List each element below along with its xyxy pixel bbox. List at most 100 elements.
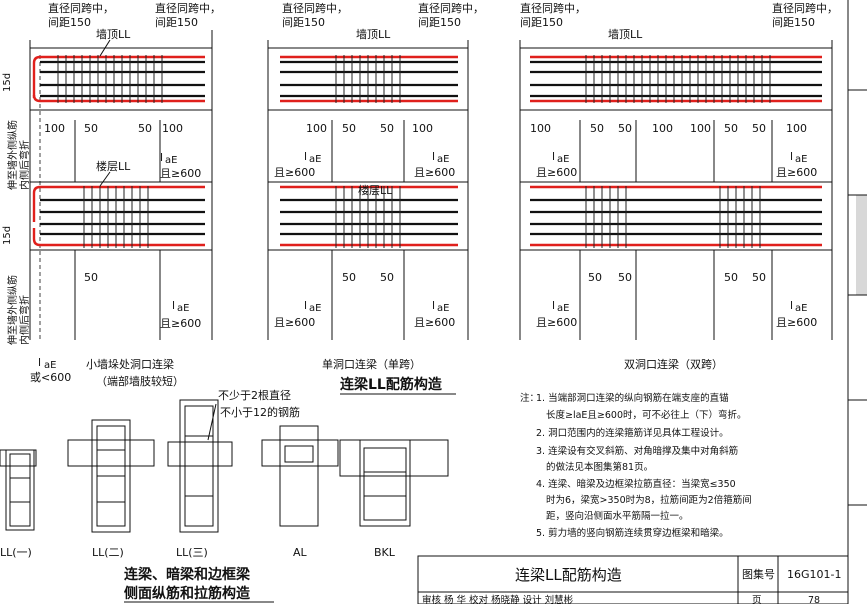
svg-text:页: 页 — [752, 595, 762, 604]
svg-text:且≥600: 且≥600 — [160, 167, 201, 180]
spacing-note: 直径同跨中， — [48, 1, 114, 15]
svg-text:l: l — [790, 150, 793, 163]
main-caption: 连梁LL配筋构造 — [340, 376, 442, 393]
svg-text:l: l — [304, 299, 307, 312]
svg-text:且≥600: 且≥600 — [536, 166, 577, 179]
svg-text:50: 50 — [590, 122, 604, 135]
svg-text:且≥600: 且≥600 — [414, 316, 455, 329]
spacing-note: 直径同跨中， — [772, 1, 838, 15]
panel-double-opening: 墙顶LL 100 50 50 100 100 50 50 100 50 50 5… — [519, 27, 833, 371]
svg-text:l: l — [552, 150, 555, 163]
spacing-note: 直径同跨中， — [155, 1, 221, 15]
spacing-note: 间距150 — [418, 16, 461, 29]
svg-text:16G101-1: 16G101-1 — [787, 568, 841, 581]
svg-text:l: l — [172, 299, 175, 312]
svg-text:50: 50 — [84, 271, 98, 284]
svg-text:伸至墙外侧纵筋: 伸至墙外侧纵筋 — [6, 120, 19, 190]
svg-text:50: 50 — [380, 122, 394, 135]
svg-text:100: 100 — [652, 122, 673, 135]
svg-text:5. 剪力墙的竖向钢筋连续贯穿边框梁和暗梁。: 5. 剪力墙的竖向钢筋连续贯穿边框梁和暗梁。 — [536, 527, 729, 539]
spacing-note: 直径同跨中， — [520, 1, 586, 15]
svg-text:伸至墙外侧纵筋: 伸至墙外侧纵筋 — [6, 275, 19, 345]
svg-text:50: 50 — [588, 271, 602, 284]
top-ll-label: 墙顶LL — [96, 27, 131, 41]
svg-text:4. 连梁、暗梁及边框梁拉筋直径：当梁宽≤350: 4. 连梁、暗梁及边框梁拉筋直径：当梁宽≤350 — [536, 478, 736, 490]
svg-text:LL(三): LL(三) — [176, 546, 208, 559]
svg-text:或<600: 或<600 — [30, 371, 71, 384]
caption-small-pier-sub: （端部墙肢较短） — [96, 374, 184, 388]
svg-text:且≥600: 且≥600 — [274, 316, 315, 329]
svg-text:aE: aE — [165, 155, 177, 166]
svg-text:楼层LL: 楼层LL — [358, 183, 393, 197]
section-label: LL(一) — [0, 546, 32, 559]
svg-text:100: 100 — [306, 122, 327, 135]
bottom-title-2: 侧面纵筋和拉筋构造 — [124, 585, 250, 602]
svg-text:l: l — [432, 150, 435, 163]
svg-text:BKL: BKL — [374, 546, 396, 559]
svg-text:100: 100 — [530, 122, 551, 135]
notes: 注： 1. 当端部洞口连梁的纵向钢筋在端支座的直锚 长度≥laE且≥600时，可… — [520, 392, 752, 539]
svg-text:100: 100 — [786, 122, 807, 135]
svg-text:l: l — [304, 150, 307, 163]
svg-text:且≥600: 且≥600 — [414, 166, 455, 179]
svg-text:l: l — [38, 356, 41, 369]
svg-text:2. 洞口范围内的连梁箍筋详见具体工程设计。: 2. 洞口范围内的连梁箍筋详见具体工程设计。 — [536, 427, 729, 439]
svg-text:aE: aE — [437, 303, 449, 314]
panel-small-pier: 墙顶LL 楼层LL 100 50 50 100 50 l aE 且≥600 l … — [2, 27, 213, 388]
svg-text:l: l — [552, 299, 555, 312]
svg-text:aE: aE — [557, 303, 569, 314]
svg-text:l: l — [790, 299, 793, 312]
svg-text:aE: aE — [795, 303, 807, 314]
spacing-notes: 直径同跨中， 间距150 直径同跨中， 间距150 直径同跨中， 间距150 直… — [48, 1, 838, 29]
svg-text:50: 50 — [342, 122, 356, 135]
svg-text:aE: aE — [309, 303, 321, 314]
svg-text:1. 当端部洞口连梁的纵向钢筋在端支座的直锚: 1. 当端部洞口连梁的纵向钢筋在端支座的直锚 — [536, 392, 729, 404]
title-block-title: 连梁LL配筋构造 — [515, 566, 622, 584]
section-note: 不少于2根直径 — [218, 388, 291, 402]
panel-single-opening: 墙顶LL 楼层LL 100 50 50 100 50 50 l aE 且≥600… — [267, 27, 469, 395]
svg-text:100: 100 — [412, 122, 433, 135]
spacing-note: 间距150 — [772, 16, 815, 29]
svg-text:的做法见本图集第81页。: 的做法见本图集第81页。 — [546, 461, 653, 473]
spacing-note: 间距150 — [282, 16, 325, 29]
caption-small-pier: 小墙垛处洞口连梁 — [86, 357, 174, 371]
svg-text:距，竖向沿侧面水平筋隔一拉一。: 距，竖向沿侧面水平筋隔一拉一。 — [546, 510, 689, 522]
svg-text:审核 杨 华 校对 杨晓静 设计 刘慧彬: 审核 杨 华 校对 杨晓静 设计 刘慧彬 — [422, 594, 574, 604]
svg-text:100: 100 — [162, 122, 183, 135]
svg-text:注：: 注： — [520, 392, 539, 404]
svg-text:时为6，梁宽>350时为8，拉筋间距为2倍箍筋间: 时为6，梁宽>350时为8，拉筋间距为2倍箍筋间 — [546, 494, 752, 506]
svg-text:且≥600: 且≥600 — [160, 317, 201, 330]
svg-text:aE: aE — [437, 154, 449, 165]
svg-text:50: 50 — [724, 271, 738, 284]
caption-double: 双洞口连梁（双跨） — [624, 357, 723, 371]
svg-text:50: 50 — [724, 122, 738, 135]
spacing-note: 间距150 — [48, 16, 91, 29]
svg-text:aE: aE — [795, 154, 807, 165]
svg-text:且≥600: 且≥600 — [776, 166, 817, 179]
spacing-note: 直径同跨中， — [418, 1, 484, 15]
svg-text:50: 50 — [618, 122, 632, 135]
svg-text:78: 78 — [808, 595, 820, 604]
svg-text:100: 100 — [690, 122, 711, 135]
svg-text:且≥600: 且≥600 — [536, 316, 577, 329]
svg-text:aE: aE — [309, 154, 321, 165]
svg-text:内侧后弯折: 内侧后弯折 — [18, 140, 31, 190]
svg-text:长度≥laE且≥600时，可不必往上（下）弯折。: 长度≥laE且≥600时，可不必往上（下）弯折。 — [546, 409, 747, 421]
spacing-note: 直径同跨中， — [282, 1, 348, 15]
svg-text:且≥600: 且≥600 — [776, 316, 817, 329]
svg-text:50: 50 — [342, 271, 356, 284]
svg-text:50: 50 — [138, 122, 152, 135]
svg-text:aE: aE — [44, 360, 56, 371]
right-edge-strip — [847, 0, 867, 604]
cross-sections: LL(一) LL(二) LL(三) 不少于2根直径 不小于12的钢筋 AL BK… — [0, 388, 449, 559]
svg-text:图集号: 图集号 — [742, 567, 775, 581]
svg-text:100: 100 — [44, 122, 65, 135]
svg-text:LL(二): LL(二) — [92, 546, 124, 559]
svg-text:l: l — [160, 151, 163, 164]
caption-single: 单洞口连梁（单跨） — [322, 357, 421, 371]
section-note: 不小于12的钢筋 — [220, 405, 300, 419]
floor-ll-label: 楼层LL — [96, 159, 131, 173]
spacing-note: 间距150 — [155, 16, 198, 29]
svg-text:内侧后弯折: 内侧后弯折 — [18, 295, 31, 345]
